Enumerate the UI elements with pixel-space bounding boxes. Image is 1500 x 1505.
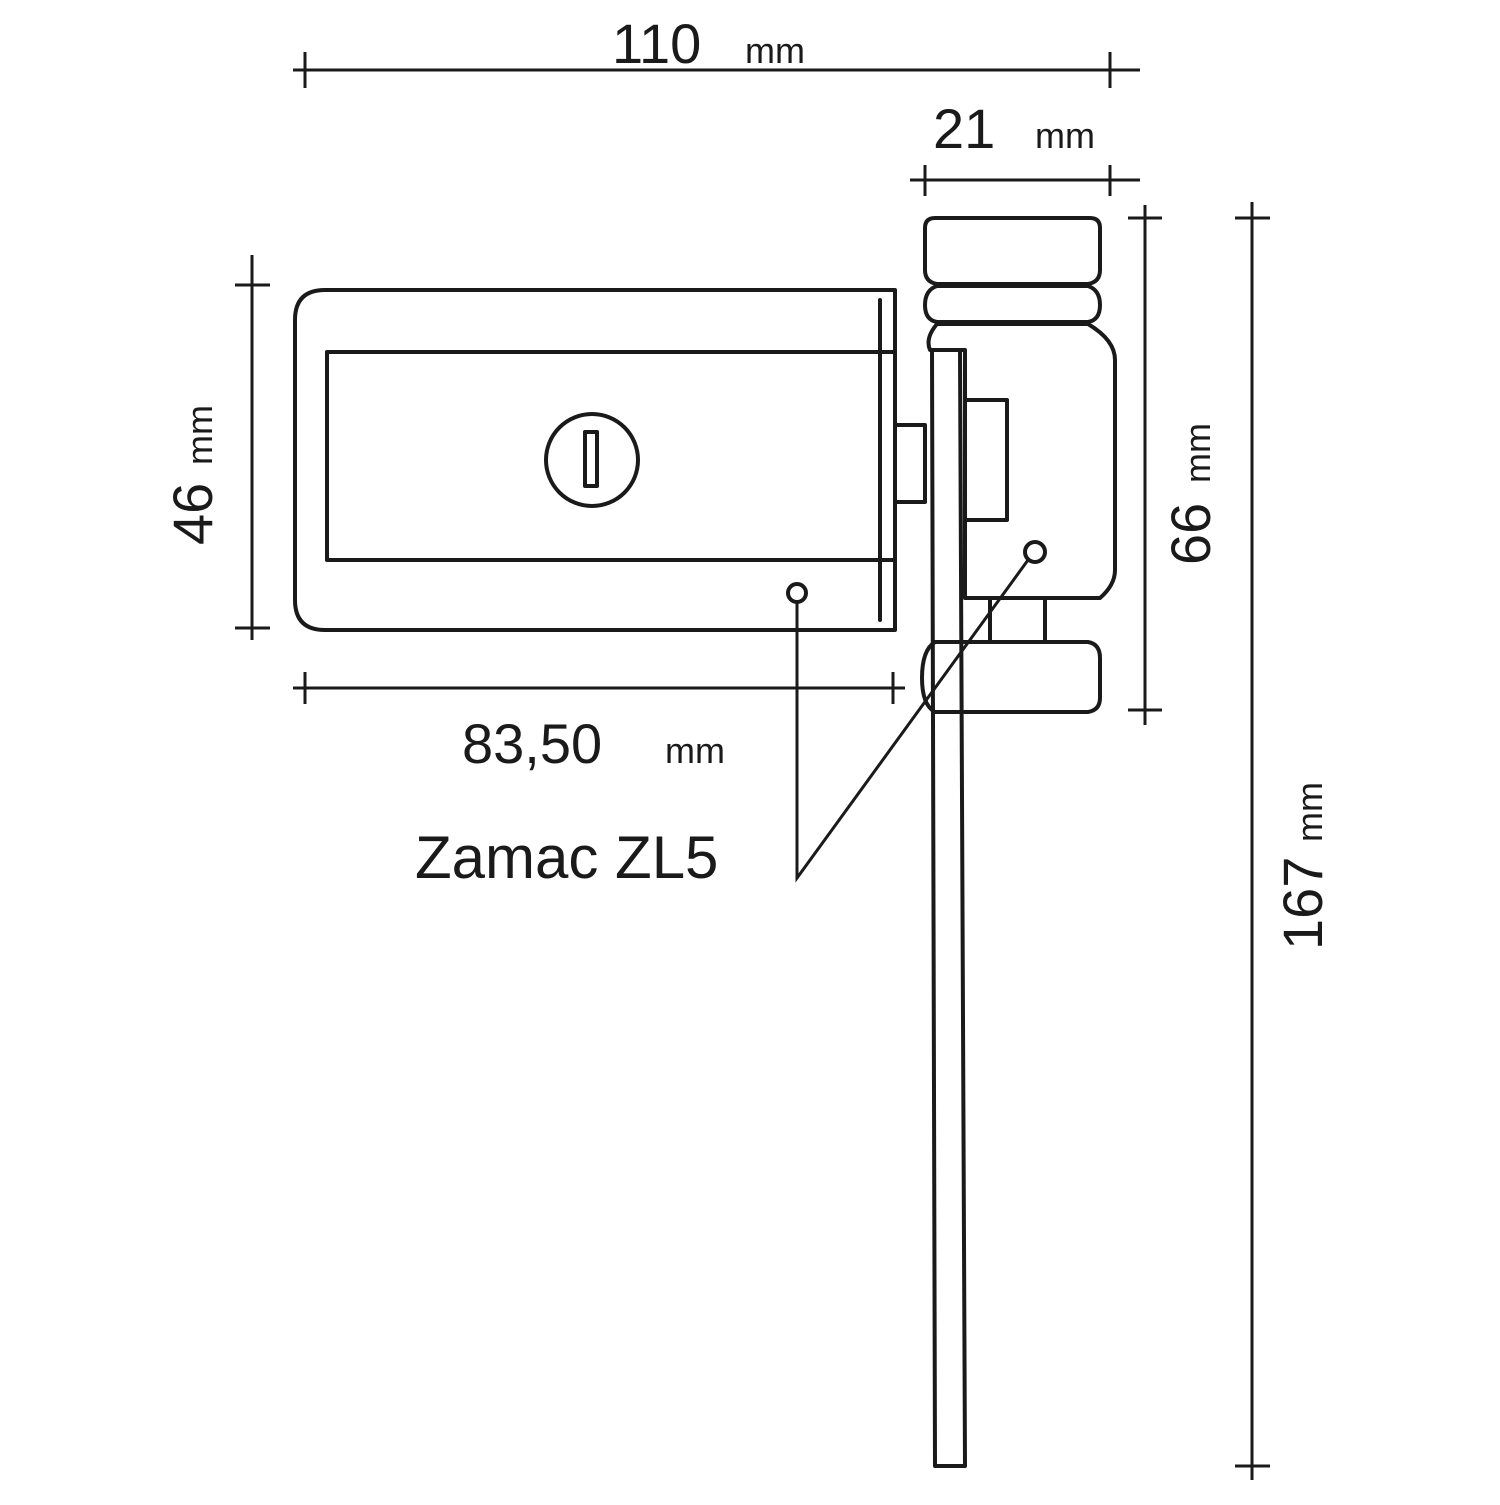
key-slot-icon (583, 430, 599, 488)
dimension-escutcheon-width: 21 mm (910, 97, 1140, 196)
material-callout: Zamac ZL5 (415, 559, 1030, 891)
knob-ring (923, 284, 1102, 324)
knob-bottom (920, 640, 1102, 714)
bolt (893, 423, 927, 504)
dimension-unit: mm (1177, 423, 1218, 483)
dimension-value: 66 (1159, 503, 1222, 565)
dimension-value: 21 (933, 97, 995, 160)
callout-leader (795, 559, 1030, 883)
lock-body-outline (293, 288, 897, 632)
dimension-value: 46 (161, 483, 224, 545)
dimension-unit: mm (1035, 115, 1095, 156)
latch-plate (963, 398, 1009, 522)
lock-body (293, 288, 927, 632)
callout-marker (786, 582, 808, 604)
dimension-unit: mm (745, 30, 805, 71)
dimension-escutcheon-height: 66 mm (1128, 205, 1222, 725)
dimension-value: 110 (612, 12, 701, 75)
material-label: Zamac ZL5 (415, 824, 718, 891)
escutcheon (920, 216, 1117, 714)
dimension-unit: mm (665, 730, 725, 771)
knob-top (923, 216, 1102, 286)
dimension-unit: mm (179, 405, 220, 465)
espagnolette-rod (930, 348, 967, 1468)
callout-marker (1023, 540, 1047, 564)
dimension-rod-length: 167 mm (1235, 202, 1334, 1480)
dimension-value: 83,50 (462, 712, 602, 775)
dimension-overall-width: 110 mm (293, 12, 1140, 88)
dimension-body-length: 83,50 mm (293, 672, 905, 775)
lock-face-plate (325, 350, 897, 562)
dimension-value: 167 (1271, 857, 1334, 950)
keyhole-cylinder-icon (544, 412, 640, 508)
dimension-unit: mm (1289, 782, 1330, 842)
dimension-body-height: 46 mm (161, 255, 270, 640)
knob-neck (988, 596, 1047, 642)
escutcheon-housing (926, 322, 1117, 600)
